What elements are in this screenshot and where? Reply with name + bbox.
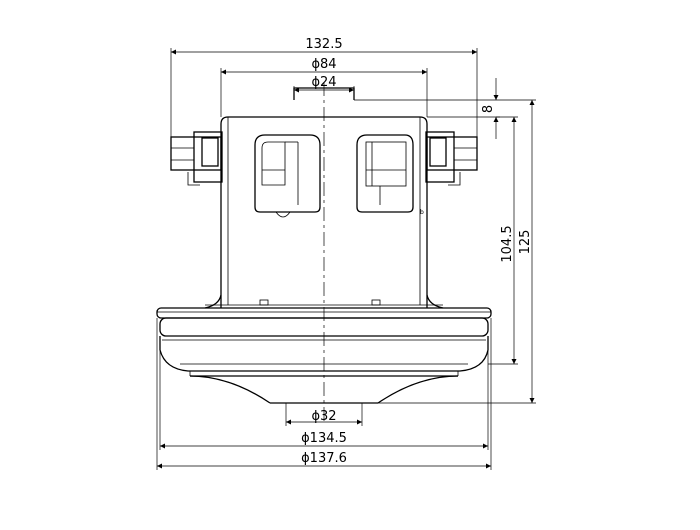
dim-dia-shaft: ϕ24 [293, 75, 355, 93]
left-brush-holder [254, 134, 321, 218]
svg-text:ϕ84: ϕ84 [311, 57, 336, 72]
dim-dia-body: ϕ84 [220, 57, 428, 117]
svg-text:ϕ24: ϕ24 [311, 75, 336, 90]
dim-width-top: 132.5 [170, 37, 478, 137]
dim-height-total: 125 [378, 99, 536, 404]
svg-text:ϕ134.5: ϕ134.5 [301, 431, 347, 446]
right-side-bracket [425, 131, 478, 186]
dim-dia-outlet: ϕ32 [285, 403, 363, 426]
dim-height-body: 104.5 [488, 116, 518, 365]
dim-dia-outer: ϕ137.6 [156, 318, 492, 470]
small-mark: b [420, 209, 424, 216]
svg-text:ϕ137.6: ϕ137.6 [301, 451, 347, 466]
svg-text:ϕ32: ϕ32 [311, 409, 336, 424]
svg-text:8: 8 [481, 105, 496, 113]
dim-dia-housing: ϕ134.5 [159, 336, 489, 450]
svg-text:132.5: 132.5 [305, 37, 342, 52]
svg-text:104.5: 104.5 [500, 225, 515, 262]
svg-text:125: 125 [518, 230, 533, 255]
air-outlet [189, 371, 459, 404]
dim-shaft-step: 8 [354, 78, 500, 139]
left-side-bracket [170, 131, 223, 186]
right-brush-holder [356, 134, 414, 213]
